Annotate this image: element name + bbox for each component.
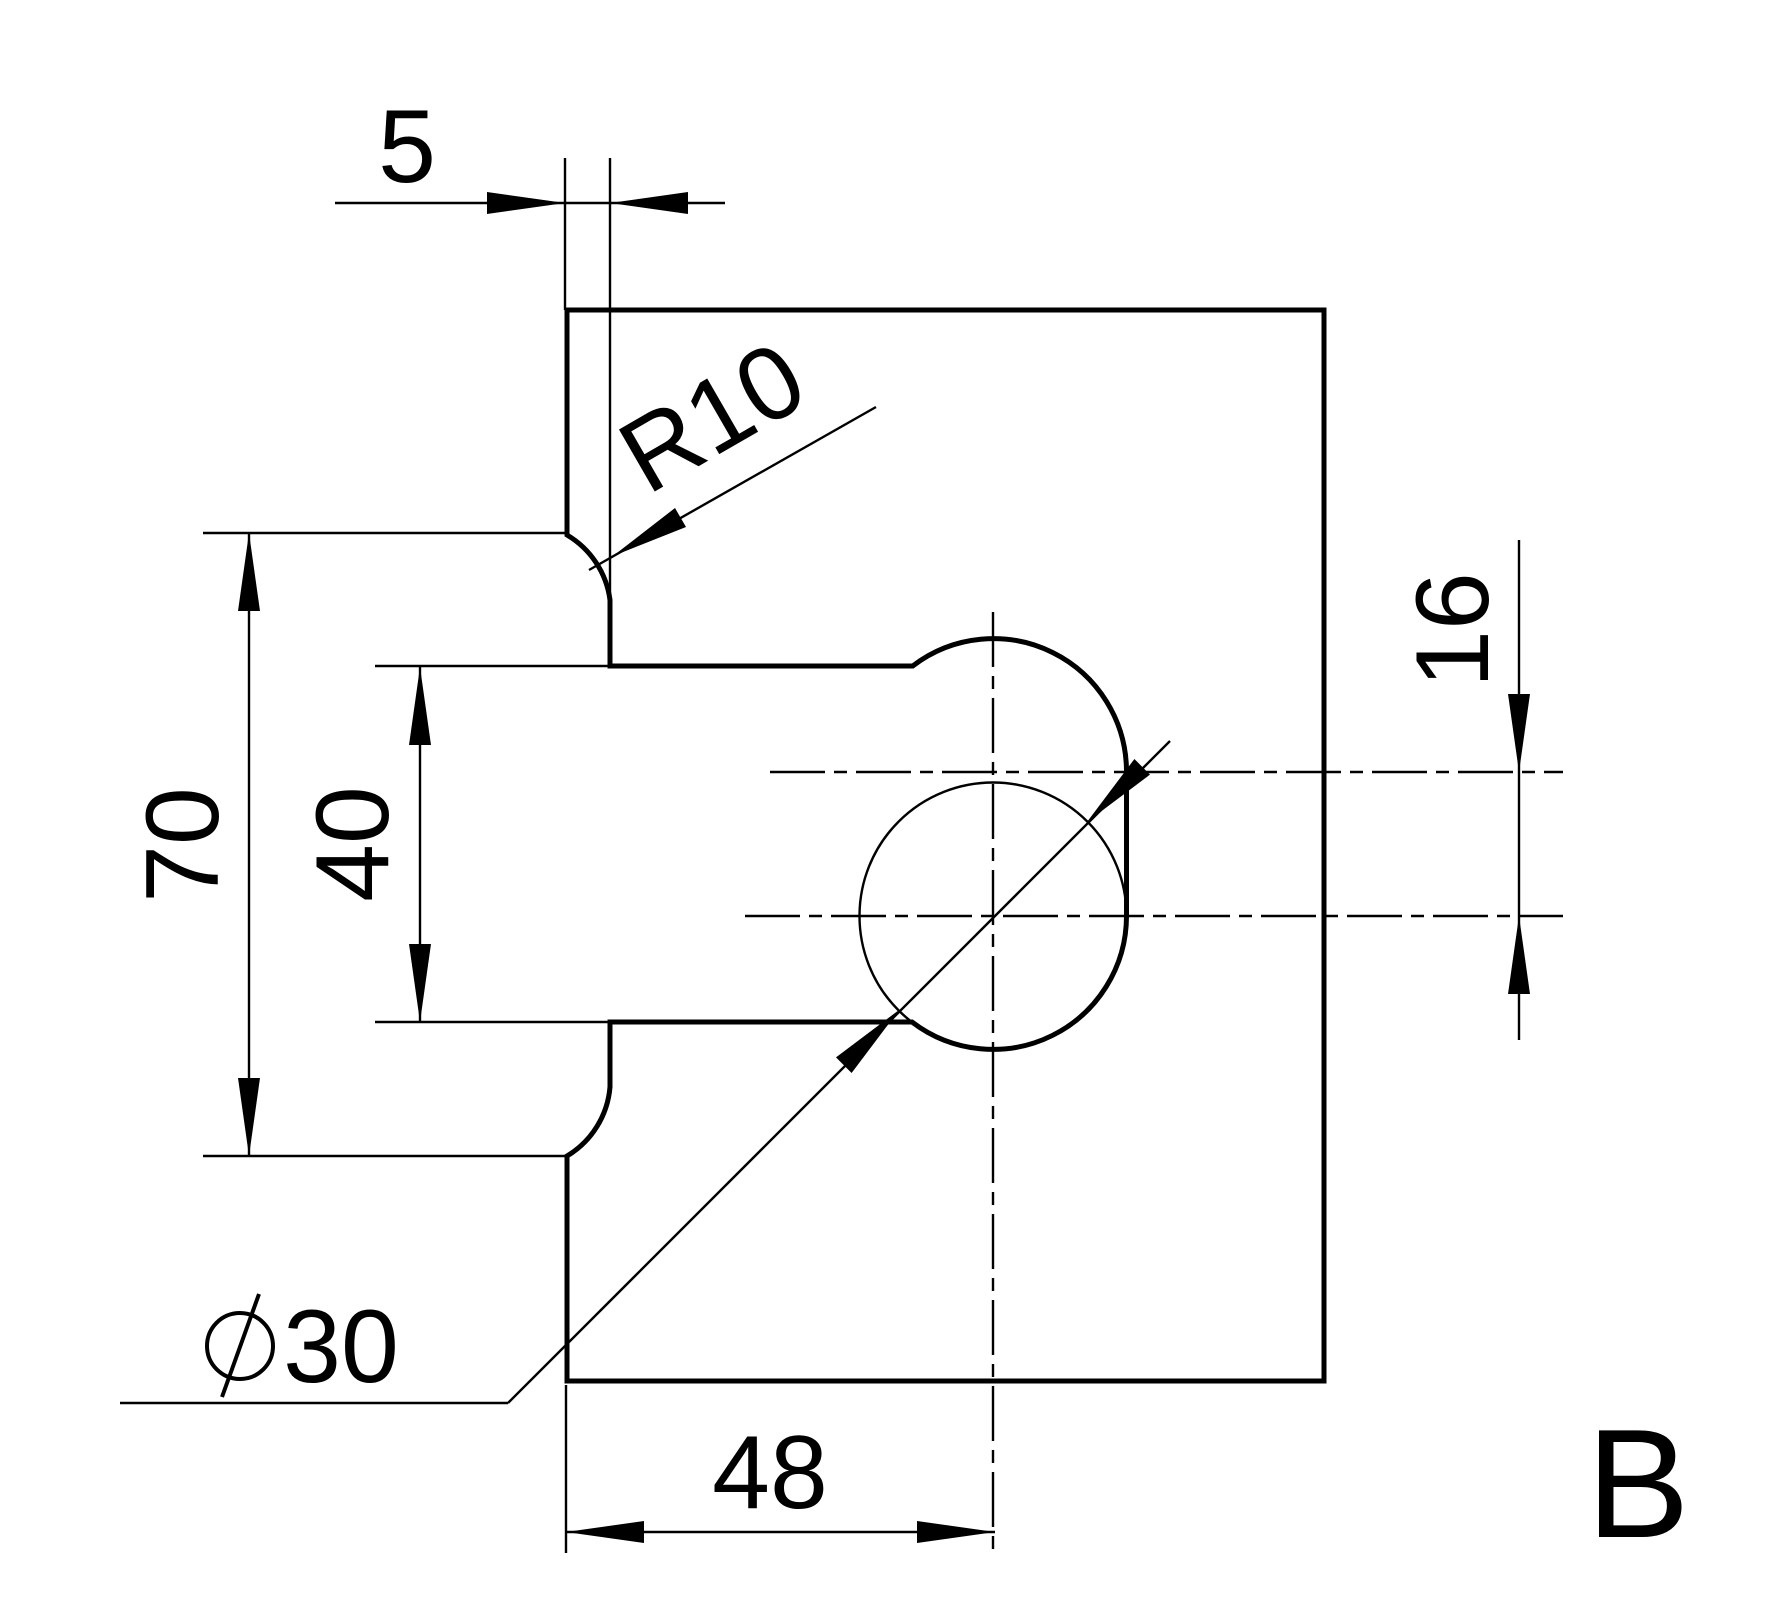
dim-70-arrow-top-icon <box>238 533 260 611</box>
dim-dia30-arrow-lower-icon <box>836 1010 899 1073</box>
dim-40-group: 40 <box>295 664 610 1024</box>
dim-48-arrow-left-icon <box>566 1521 644 1543</box>
dim-5-label: 5 <box>378 89 436 205</box>
dim-48-arrow-right-icon <box>917 1521 995 1543</box>
dim-16-label: 16 <box>1395 572 1511 688</box>
diameter-symbol-icon <box>205 1293 275 1398</box>
dim-5-arrow-right-icon <box>610 192 688 214</box>
dim-dia30-label: 30 <box>283 1289 399 1405</box>
dim-70-group: 70 <box>125 531 567 1158</box>
dim-16-group: 16 <box>1395 540 1530 1040</box>
dim-40-arrow-bottom-icon <box>409 944 431 1022</box>
variant-letter-label: B <box>1586 1397 1689 1570</box>
dim-70-arrow-bottom-icon <box>238 1078 260 1156</box>
dim-dia30-leader <box>507 740 1171 1404</box>
diameter-symbol-circle <box>205 1311 275 1381</box>
dim-40-label: 40 <box>295 786 411 902</box>
dim-70-label: 70 <box>125 787 241 903</box>
dim-dia30-arrow-upper-icon <box>1087 759 1150 822</box>
dim-r10-label: R10 <box>601 320 824 516</box>
diameter-symbol-slash <box>220 1293 261 1398</box>
dim-r10-arrow-icon <box>613 508 686 556</box>
dim-5-group: 5 <box>335 89 725 600</box>
dim-dia30-group: 30 <box>120 740 1171 1405</box>
dim-16-arrow-bottom-icon <box>1508 916 1530 994</box>
dim-5-arrow-left-icon <box>487 192 565 214</box>
dim-r10-group: R10 <box>588 320 877 572</box>
dim-40-arrow-top-icon <box>409 667 431 745</box>
dim-16-arrow-top-icon <box>1508 694 1530 772</box>
dim-48-group: 48 <box>564 1385 995 1553</box>
dim-48-label: 48 <box>712 1415 828 1531</box>
